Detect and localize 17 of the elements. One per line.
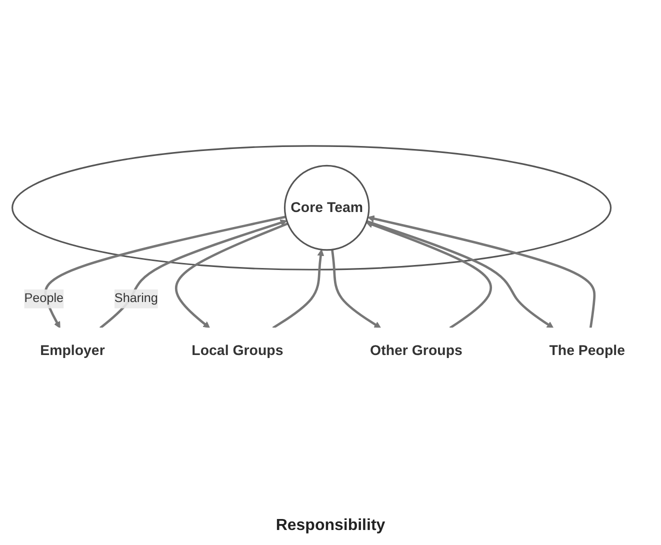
edge-label: Sharing: [114, 292, 158, 306]
arrow: [366, 221, 492, 330]
arrow: [366, 220, 554, 328]
node-text: Other Groups: [370, 342, 462, 358]
node-text: The People: [549, 342, 626, 358]
arrow: [272, 249, 324, 330]
edge-label: People: [24, 292, 64, 306]
arrow: [331, 249, 382, 328]
node-circle: Core Team: [284, 164, 370, 251]
ring-label: Responsibility: [276, 517, 386, 534]
node-text: Local Groups: [192, 342, 284, 358]
node-text: Employer: [40, 342, 105, 358]
arrow: [368, 215, 596, 328]
cluster: [12, 145, 612, 270]
arrow: [44, 216, 286, 328]
arrow: [99, 219, 288, 329]
arrow: [174, 222, 288, 328]
